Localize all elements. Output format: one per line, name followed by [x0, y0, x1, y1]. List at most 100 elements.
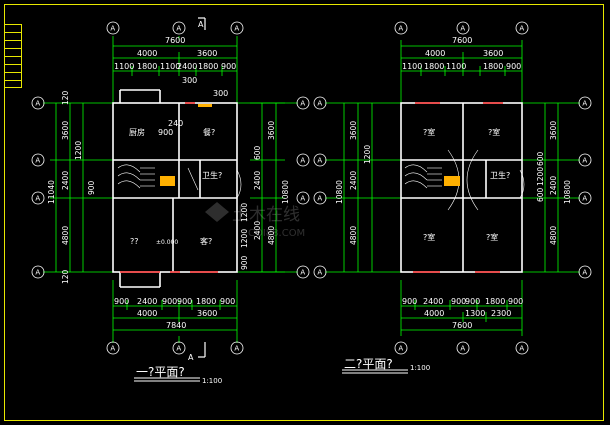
axis-bubble: [394, 341, 408, 355]
right-of-left-vd-total: 10800: [281, 180, 290, 204]
axis-bubble: [313, 191, 327, 205]
axis-bubble-label: A: [398, 25, 403, 33]
left-vd-7: 120: [61, 269, 70, 284]
left-vd-total: 11040: [47, 180, 56, 204]
left-vd-4: 2400: [61, 171, 70, 190]
axis-bubble-label: A: [582, 157, 587, 165]
right-bottom-total: 7600: [452, 321, 472, 330]
left-top-d4: 2400: [177, 62, 197, 71]
left-plan-scale: 1:100: [202, 377, 222, 385]
left-bottom-total: 7840: [166, 321, 186, 330]
r-lvd-4: 4800: [349, 226, 358, 245]
room-living: 客?: [200, 236, 212, 246]
axis-bubble-label: A: [460, 345, 465, 353]
left-plan-vertical-dims: 120 3600 1200 2400 900 4800 120 11040 36…: [47, 90, 290, 284]
right-plan-labels: 7600 4000 3600 1100 1800 1100 1800 900 9…: [344, 36, 523, 372]
axis-bubble: [31, 191, 45, 205]
left-top-d3: 1100: [160, 62, 180, 71]
left-bottom-d1: 900: [114, 297, 129, 306]
axis-bubble: [172, 21, 186, 35]
left-top-mid-1: 4000: [137, 49, 157, 58]
left-bottom-d5: 1800: [196, 297, 216, 306]
left-top-d2: 1800: [137, 62, 157, 71]
room-dining: 餐?: [203, 128, 215, 137]
axis-bubble: [313, 153, 327, 167]
axis-bubble: [313, 96, 327, 110]
room-bath: 卫生?: [202, 170, 222, 180]
right-top-d2: 1800: [424, 62, 444, 71]
axis-bubble: [515, 341, 529, 355]
axis-bubble-label: A: [110, 345, 115, 353]
axis-bubble: [313, 265, 327, 279]
left-top-d1: 1100: [114, 62, 134, 71]
title-block-strip: [4, 24, 22, 88]
right-of-left-vd-6: 1200: [240, 229, 249, 248]
left-stair-landing: [160, 176, 175, 186]
left-bottom-mid-2: 3600: [197, 309, 217, 318]
left-bottom-d6: 900: [220, 297, 235, 306]
left-window-marker: [198, 104, 212, 107]
watermark-url: COI88.COM: [248, 228, 305, 239]
axis-bubble: [578, 96, 592, 110]
right-top-mid-2: 3600: [483, 49, 503, 58]
axis-bubble-label: A: [582, 195, 587, 203]
axis-bubble-label: A: [35, 100, 40, 108]
right-of-left-vd-1: 3600: [267, 121, 276, 140]
right-bottom-d4: 900: [465, 297, 480, 306]
left-plan-title: 一?平面?: [136, 365, 185, 379]
left-small-2: 900: [158, 128, 173, 137]
r-lvd-1: 3600: [349, 121, 358, 140]
r-rvd-2: 600: [536, 151, 545, 166]
section-cut-marks: [198, 17, 206, 358]
left-bottom-d2: 2400: [137, 297, 157, 306]
left-bottom-d4: 900: [177, 297, 192, 306]
left-level: ±0.000: [156, 239, 178, 246]
left-door-swings: [170, 102, 195, 273]
axis-bubble-label: A: [519, 345, 524, 353]
watermark: 土木在线 COI88.COM: [205, 202, 305, 239]
axis-bubble-label: A: [317, 269, 322, 277]
axis-bubble-label: A: [317, 157, 322, 165]
room-bed-3: ?室: [423, 232, 435, 242]
right-top-d4: 1800: [483, 62, 503, 71]
room-bed-1: ?室: [423, 127, 435, 137]
left-top-d6: 900: [221, 62, 236, 71]
right-plan-stair: [404, 149, 525, 211]
axis-bubble-label: A: [519, 25, 524, 33]
right-plan-dimension-lines: [325, 40, 580, 336]
r-rvd-1: 3600: [549, 121, 558, 140]
right-bottom-mid-2: 1300: [465, 309, 485, 318]
left-bottom-d3: 900: [162, 297, 177, 306]
axis-bubble-label: A: [460, 25, 465, 33]
axis-bubble-label: A: [176, 345, 181, 353]
axis-bubble: [578, 265, 592, 279]
right-plan-vertical-dims: 3600 1200 2400 4800 10800 3600 600 1200 …: [335, 121, 572, 245]
right-bottom-d5: 1800: [485, 297, 505, 306]
axis-bubble: [296, 191, 310, 205]
left-plan-labels: 7600 4000 3600 1100 1800 1100 2400 1800 …: [114, 20, 236, 385]
axis-bubble-label: A: [234, 345, 239, 353]
axis-bubble: [515, 21, 529, 35]
right-top-mid-1: 4000: [425, 49, 445, 58]
axis-bubble-label: A: [300, 195, 305, 203]
axis-bubble-label: A: [582, 100, 587, 108]
right-of-left-vd-5: 900: [240, 255, 249, 270]
right-of-left-vd-8: 1200: [240, 203, 249, 222]
r-rvd-6: 4800: [549, 226, 558, 245]
axis-bubble-label: A: [35, 269, 40, 277]
right-stair-landing: [444, 176, 460, 186]
axis-bubble-label: A: [35, 195, 40, 203]
left-vd-2: 3600: [61, 121, 70, 140]
axis-bubble: [296, 96, 310, 110]
axis-bubble-label: A: [300, 157, 305, 165]
right-bottom-d3: 900: [451, 297, 466, 306]
axis-bubble: [230, 341, 244, 355]
axis-bubble-label: A: [234, 25, 239, 33]
right-top-d5: 900: [506, 62, 521, 71]
right-of-left-vd-3: 2400: [253, 171, 262, 190]
right-bottom-d1: 900: [402, 297, 417, 306]
r-rvd-5: 2400: [549, 176, 558, 195]
axis-bubble: [31, 153, 45, 167]
